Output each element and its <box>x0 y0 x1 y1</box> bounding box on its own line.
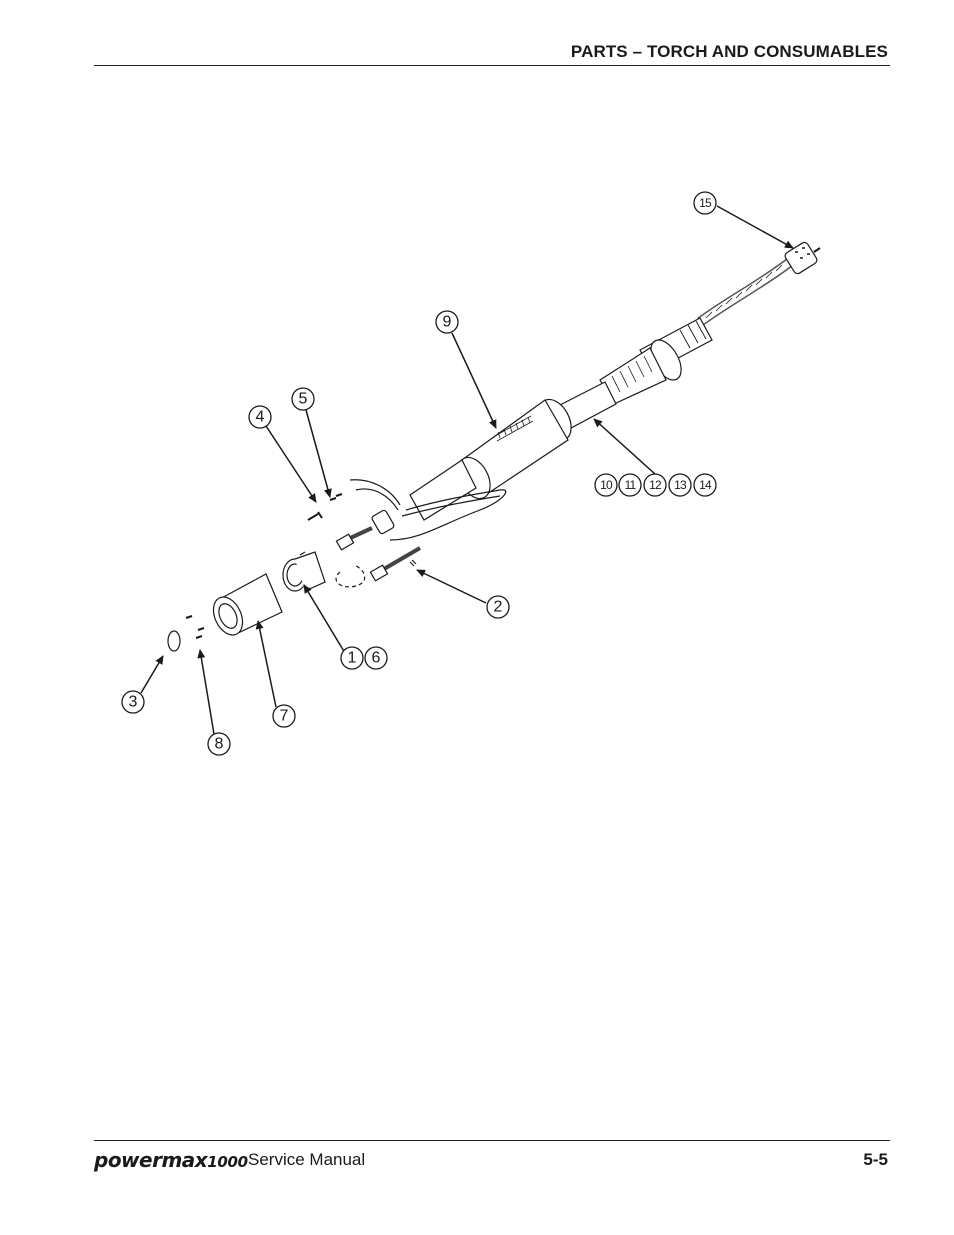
wire-harness <box>349 479 507 541</box>
callout-9: 9 <box>435 310 459 334</box>
brand-model: 1000 <box>207 1153 248 1171</box>
svg-text:2: 2 <box>494 599 503 616</box>
footer-rule <box>94 1140 890 1141</box>
torch-lead-cable <box>697 241 821 327</box>
o-ring <box>167 630 181 652</box>
callout-4: 4 <box>248 405 272 429</box>
svg-text:15: 15 <box>699 196 712 210</box>
brand-name: powermax <box>94 1148 208 1172</box>
leader-arrows <box>140 205 794 735</box>
svg-text:4: 4 <box>256 409 265 426</box>
section-title: PARTS – TORCH AND CONSUMABLES <box>570 42 888 61</box>
svg-text:14: 14 <box>699 478 712 492</box>
brand-logo: powermax1000 <box>94 1148 248 1172</box>
svg-text:6: 6 <box>372 650 381 667</box>
svg-text:5: 5 <box>299 391 308 408</box>
callout-6: 6 <box>364 646 388 670</box>
header-rule <box>94 65 890 66</box>
page-number: 5-5 <box>863 1150 888 1169</box>
svg-text:11: 11 <box>625 478 637 492</box>
callout-2: 2 <box>486 595 510 619</box>
retaining-cup <box>212 573 283 636</box>
callout-5: 5 <box>291 387 315 411</box>
manual-title: Service Manual <box>248 1150 366 1169</box>
svg-text:7: 7 <box>280 708 289 725</box>
callout-8: 8 <box>207 732 231 756</box>
svg-text:8: 8 <box>215 736 224 753</box>
callout-11: 11 <box>618 473 642 497</box>
callout-14: 14 <box>693 473 717 497</box>
callout-10: 10 <box>594 473 618 497</box>
torch-handle <box>409 381 617 521</box>
callout-3: 3 <box>121 690 145 714</box>
svg-text:1: 1 <box>348 650 357 667</box>
torch-head <box>282 551 326 592</box>
svg-text:13: 13 <box>674 478 687 492</box>
connector-group <box>335 509 422 588</box>
callout-15: 15 <box>693 191 717 215</box>
svg-text:10: 10 <box>600 478 613 492</box>
strain-relief <box>599 317 713 405</box>
svg-text:3: 3 <box>129 694 138 711</box>
callout-markers: 15 9 5 4 10 11 12 13 14 2 1 6 3 7 8 <box>121 191 717 756</box>
screws <box>185 493 343 639</box>
callout-13: 13 <box>668 473 692 497</box>
callout-1: 1 <box>340 646 364 670</box>
callout-12: 12 <box>643 473 667 497</box>
svg-text:9: 9 <box>443 314 452 331</box>
svg-text:12: 12 <box>649 478 662 492</box>
callout-7: 7 <box>272 704 296 728</box>
